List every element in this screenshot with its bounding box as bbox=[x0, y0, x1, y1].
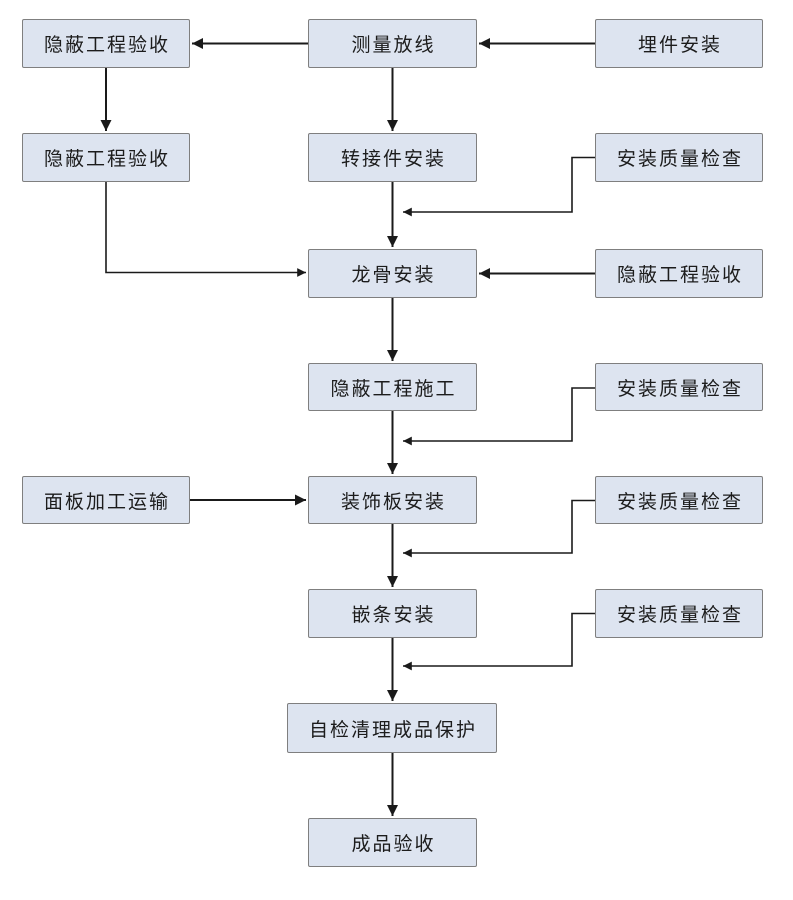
node-adapter-install: 转接件安装 bbox=[308, 133, 477, 182]
node-hidden-work-acceptance-3: 隐蔽工程验收 bbox=[595, 249, 763, 298]
node-hidden-work-acceptance-2: 隐蔽工程验收 bbox=[22, 133, 190, 182]
node-trim-strip-install: 嵌条安装 bbox=[308, 589, 477, 638]
edge-quality-check-1-elbow bbox=[403, 156, 597, 217]
node-decorative-panel-install: 装饰板安装 bbox=[308, 476, 477, 524]
edge-quality-check-3-elbow bbox=[403, 499, 597, 558]
edge-quality-check-2-elbow bbox=[403, 387, 597, 446]
node-install-quality-check-1: 安装质量检查 bbox=[595, 133, 763, 182]
edge-quality-check-4-elbow bbox=[403, 612, 597, 671]
node-measure-layout: 测量放线 bbox=[308, 19, 477, 68]
node-hidden-work-acceptance-1: 隐蔽工程验收 bbox=[22, 19, 190, 68]
node-panel-processing-transport: 面板加工运输 bbox=[22, 476, 190, 524]
edge-hidden-acceptance-2-to-keel-install bbox=[105, 182, 306, 277]
node-embed-parts-install: 埋件安装 bbox=[595, 19, 763, 68]
node-self-check-cleanup-protection: 自检清理成品保护 bbox=[287, 703, 497, 753]
node-install-quality-check-3: 安装质量检查 bbox=[595, 476, 763, 524]
node-install-quality-check-4: 安装质量检查 bbox=[595, 589, 763, 638]
node-keel-install: 龙骨安装 bbox=[308, 249, 477, 298]
node-finished-product-acceptance: 成品验收 bbox=[308, 818, 477, 867]
node-hidden-work-construction: 隐蔽工程施工 bbox=[308, 363, 477, 411]
node-install-quality-check-2: 安装质量检查 bbox=[595, 363, 763, 411]
